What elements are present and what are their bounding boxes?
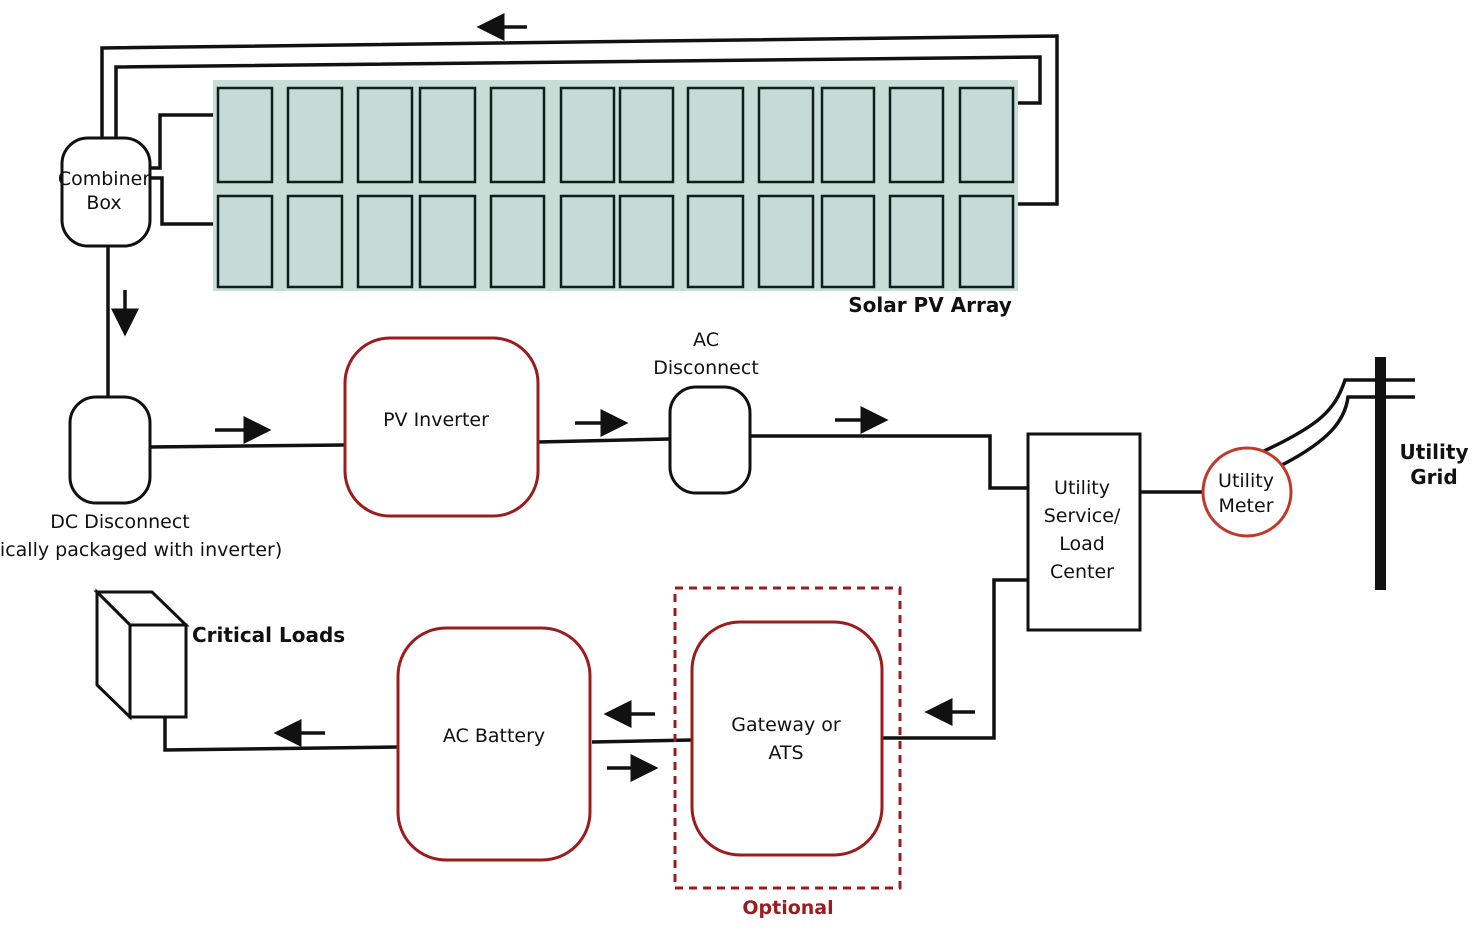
solar-panel: [958, 86, 1015, 184]
array-background: [213, 80, 1018, 291]
solar-panel: [216, 194, 274, 289]
ac-disconnect: AC Disconnect: [653, 329, 759, 495]
utility-pole-icon: [1375, 357, 1386, 590]
solar-panel: [559, 194, 616, 289]
utility-service-load-center: Utility Service/ Load Center: [1026, 432, 1142, 632]
solar-pv-array: [213, 80, 1018, 291]
svg-text:AC: AC: [693, 329, 719, 351]
solar-panel: [489, 86, 546, 184]
solar-panel: [686, 86, 745, 184]
optional-label: Optional: [742, 897, 833, 919]
svg-text:PV Inverter: PV Inverter: [383, 409, 489, 431]
critical-loads-label: Critical Loads: [192, 623, 345, 647]
solar-panel: [489, 194, 546, 289]
dc-disconnect: DC Disconnect (typically packaged with i…: [0, 395, 282, 561]
pv-inverter: PV Inverter: [343, 336, 540, 518]
solar-panel: [216, 86, 274, 184]
utility-meter: Utility Meter: [1201, 446, 1293, 538]
solar-panel: [559, 86, 616, 184]
svg-text:Combiner: Combiner: [58, 168, 150, 190]
solar-panel: [418, 194, 477, 289]
solar-panel: [286, 86, 344, 184]
solar-panel: [757, 194, 815, 289]
svg-text:Load: Load: [1059, 533, 1105, 555]
combiner-box: Combiner Box: [58, 136, 152, 248]
solar-panel: [618, 194, 675, 289]
solar-panel: [888, 194, 945, 289]
gateway-or-ats: Gateway or ATS: [690, 620, 884, 857]
solar-panel: [618, 86, 675, 184]
svg-text:Gateway or: Gateway or: [731, 714, 841, 736]
solar-panel: [286, 194, 344, 289]
flow-arrows: [111, 13, 975, 782]
svg-text:Utility: Utility: [1054, 477, 1110, 499]
svg-text:DC Disconnect: DC Disconnect: [50, 511, 190, 533]
svg-text:Disconnect: Disconnect: [653, 357, 759, 379]
svg-text:Center: Center: [1050, 561, 1114, 583]
solar-panel: [686, 194, 745, 289]
svg-text:(typically packaged with inver: (typically packaged with inverter): [0, 539, 282, 561]
solar-panel: [356, 86, 414, 184]
svg-text:Utility: Utility: [1218, 470, 1274, 492]
solar-panel: [888, 86, 945, 184]
solar-panel: [958, 194, 1015, 289]
svg-text:Meter: Meter: [1218, 495, 1273, 517]
solar-panel: [757, 86, 815, 184]
optional-boundary: [673, 586, 902, 890]
utility-grid-label: Grid: [1410, 465, 1457, 489]
svg-text:Service/: Service/: [1044, 505, 1121, 527]
solar-panel: [820, 86, 876, 184]
utility-grid-label: Utility: [1400, 440, 1469, 464]
svg-text:Box: Box: [86, 192, 121, 214]
solar-panel: [418, 86, 477, 184]
critical-loads-box-icon: [93, 588, 190, 721]
solar-panel: [820, 194, 876, 289]
wires: [100, 34, 1415, 752]
solar-panel: [356, 194, 414, 289]
svg-text:AC Battery: AC Battery: [443, 725, 545, 747]
svg-text:ATS: ATS: [768, 742, 803, 764]
ac-battery: AC Battery: [396, 626, 592, 862]
solar-array-label: Solar PV Array: [848, 293, 1012, 317]
